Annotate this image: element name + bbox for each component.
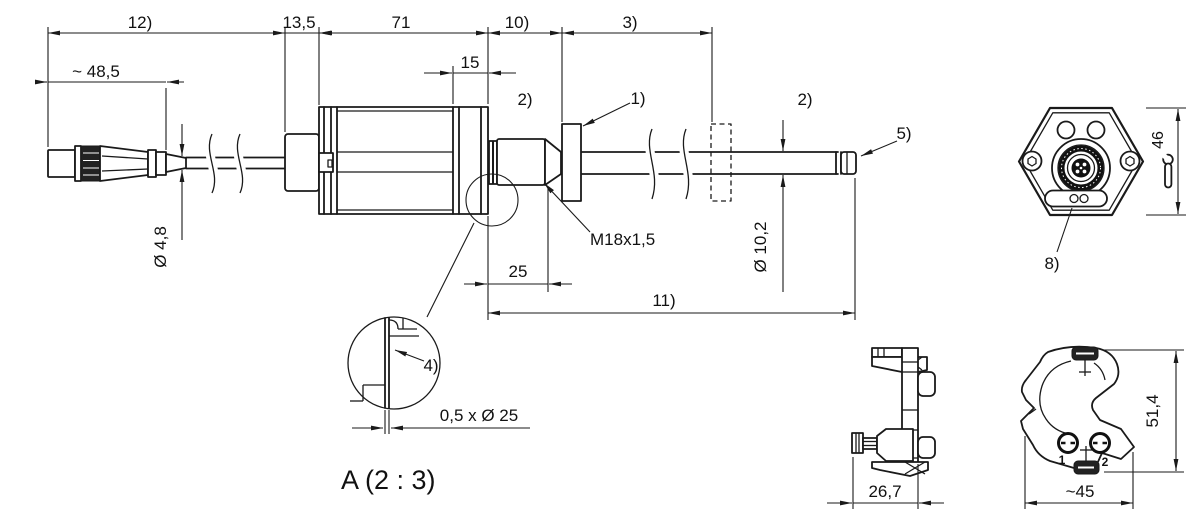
detail-view-title: A (2 : 3) — [341, 465, 436, 495]
clamp-front-view: 1 2 ~45 51,4 — [1020, 345, 1184, 509]
dimension-layer: 12) 13,5 71 10) 3) ~ 48,5 15 Ø 4,8 Ø 10,… — [35, 13, 912, 320]
thread-and-rod — [488, 124, 857, 204]
side-view — [47, 106, 857, 318]
screw-label-1: 1 — [1059, 453, 1066, 467]
dim-wrench-size: 46 — [1150, 131, 1167, 149]
end-view: 8) 46 — [1017, 106, 1186, 273]
dim-rod-length: 11) — [652, 291, 675, 310]
callout-magnet: 1) — [630, 89, 645, 108]
screw-label-2: 2 — [1102, 455, 1109, 469]
break-symbol — [208, 133, 216, 194]
callout-chamfer: 4) — [423, 356, 438, 375]
housing-notch — [318, 152, 334, 173]
screw-hole-right — [1119, 150, 1141, 172]
dim-measuring-range: 3) — [622, 13, 637, 32]
clamp-screw-1 — [1057, 432, 1079, 454]
dim-connector-length: ~ 48,5 — [72, 62, 120, 81]
dim-housing-length: 71 — [392, 13, 411, 32]
position-magnet — [561, 123, 582, 202]
callout-rod-tip: 5) — [896, 124, 911, 143]
dim-cable-diameter: Ø 4,8 — [151, 226, 170, 268]
break-symbol — [648, 128, 656, 200]
callout-damping-right: 2) — [797, 90, 812, 109]
break-symbol — [236, 133, 244, 194]
dim-cable-length: 12) — [128, 13, 153, 32]
dim-thread-length: 25 — [509, 262, 528, 281]
thread-label: M18x1,5 — [590, 230, 655, 249]
dim-rod-diameter: Ø 10,2 — [751, 221, 770, 272]
label-slot — [1044, 189, 1108, 208]
callout-damping-left: 2) — [517, 90, 532, 109]
break-symbol — [682, 128, 690, 200]
dim-chamfer: 0,5 x Ø 25 — [440, 406, 518, 425]
detail-view-a: 4) 0,5 x Ø 25 A (2 : 3) — [341, 316, 530, 495]
dim-null-zone: 10) — [505, 13, 530, 32]
screw-hole-left — [1021, 150, 1043, 172]
extension-lines — [47, 27, 856, 320]
cable — [185, 129, 286, 198]
dim-clamp-width: 26,7 — [868, 482, 901, 501]
dim-clamp-span: ~45 — [1066, 482, 1095, 501]
knurled-ring — [80, 145, 101, 182]
led-window-right — [1086, 120, 1106, 140]
clamp-screw-2 — [1089, 432, 1111, 454]
cable-connector-m12 — [47, 145, 187, 182]
dim-flange-width: 15 — [461, 53, 480, 72]
clamp-side-view: 26,7 — [827, 347, 944, 509]
callout-led-slot: 8) — [1044, 254, 1059, 273]
detail-marker-circle — [465, 173, 519, 227]
position-magnet-dashed — [710, 123, 732, 202]
clamp-screw-head — [851, 432, 864, 454]
wrench-icon — [1158, 149, 1174, 189]
dim-rear-cap: 13,5 — [282, 13, 315, 32]
thread-m18 — [496, 138, 546, 186]
dim-clamp-height: 51,4 — [1143, 394, 1162, 427]
rod-tip — [840, 151, 857, 175]
led-window-left — [1056, 120, 1076, 140]
sensor-housing — [284, 106, 489, 215]
